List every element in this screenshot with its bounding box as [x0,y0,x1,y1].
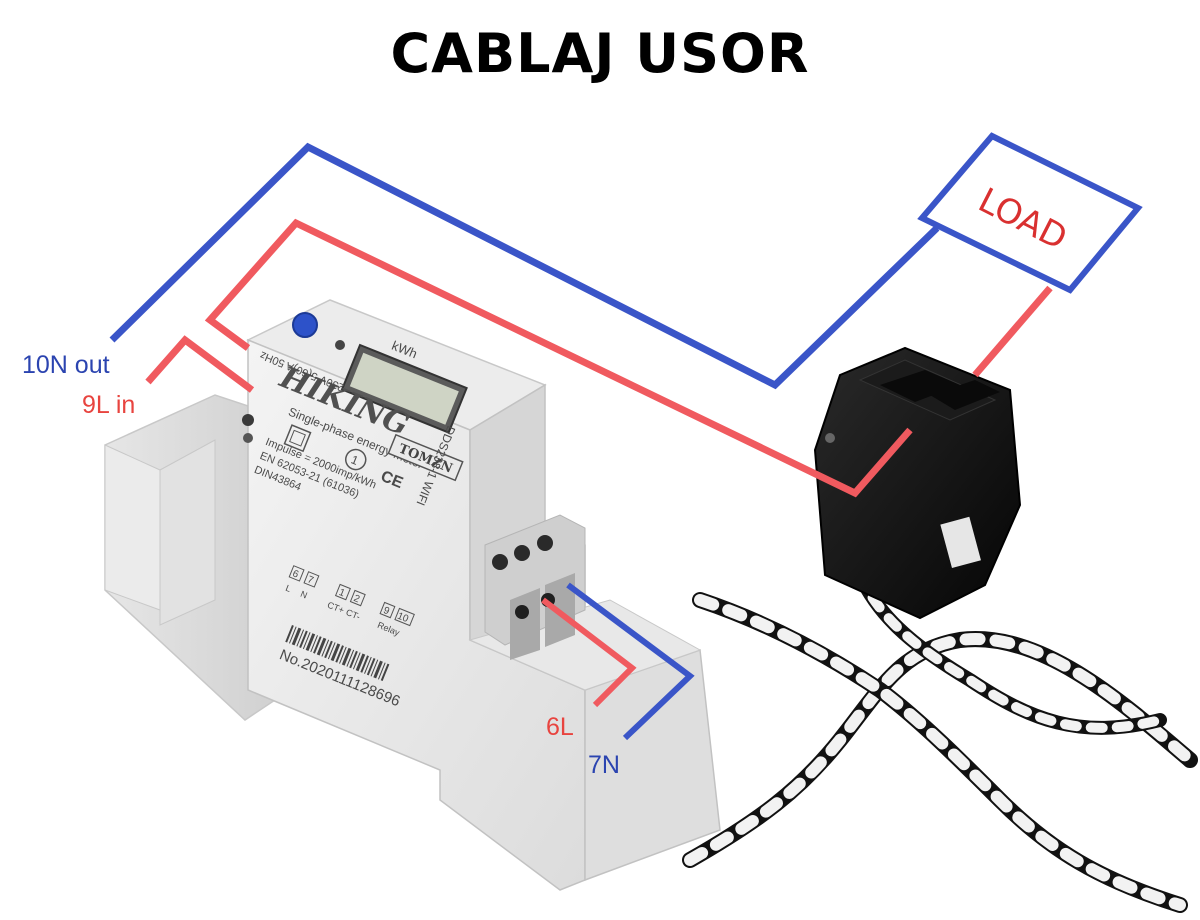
svg-text:1: 1 [337,587,347,599]
wire-7n [566,582,695,741]
svg-text:2: 2 [352,593,362,605]
svg-text:10: 10 [396,611,411,626]
live-wire-in [145,335,255,393]
class-mark: 1 [349,452,361,468]
svg-text:N: N [299,589,309,601]
twisted-cable [682,568,1198,913]
svg-text:9: 9 [382,605,392,617]
diagram-title: CABLAJ USOR [390,22,810,85]
lcd-display: kWh [340,338,468,434]
neutral-wire-out [109,142,940,390]
wire-6l [541,597,637,708]
reset-button-icon [292,312,318,338]
svg-text:L: L [284,583,292,594]
energy-meter: kWh HIKING Single-phase energy meter Imp… [104,299,721,891]
load-box: LOAD [917,132,1143,294]
current-transformer-clamp [813,346,1022,620]
label-7n: 7N [588,751,620,779]
svg-text:7: 7 [306,574,316,586]
label-6l: 6L [546,713,574,741]
label-10n-out: 10N out [22,351,110,379]
live-wire-to-load [972,285,1053,378]
label-9l-in: 9L in [82,391,135,419]
live-wire-loop [204,218,913,498]
svg-text:6: 6 [291,568,301,580]
